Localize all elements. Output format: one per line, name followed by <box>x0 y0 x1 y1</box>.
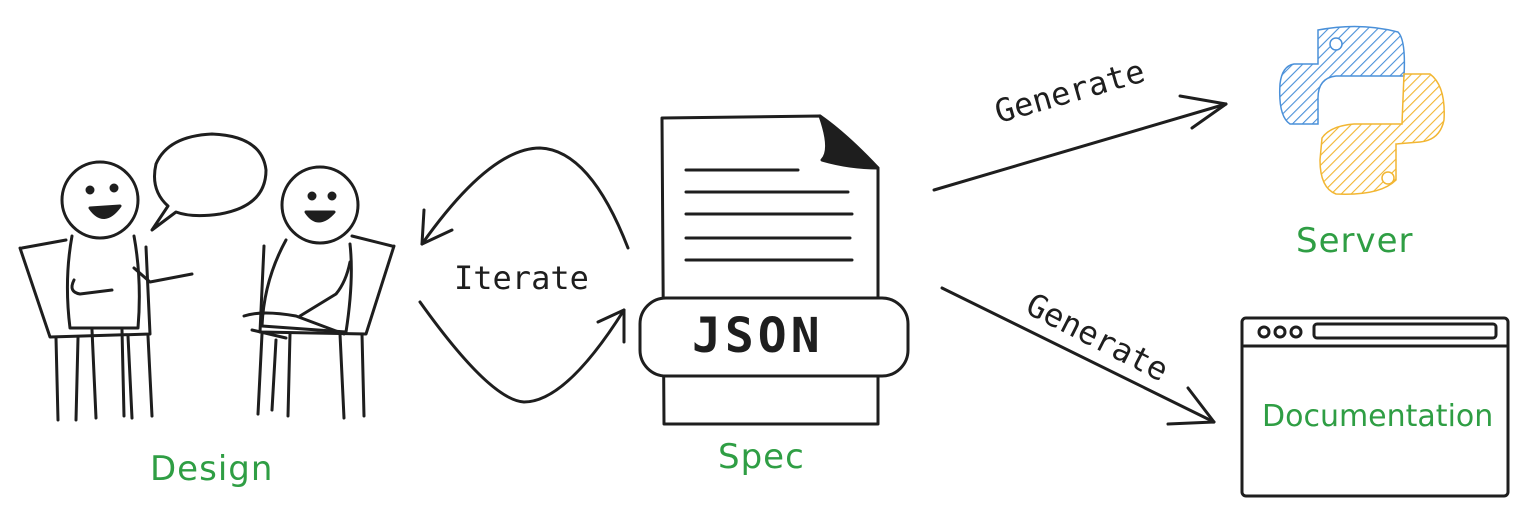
speech-bubble-icon <box>150 132 268 232</box>
json-label: JSON <box>692 308 824 364</box>
iterate-arrows <box>418 146 630 404</box>
people-talking-icon <box>18 132 396 422</box>
server-label: Server <box>1296 221 1414 261</box>
design-label: Design <box>150 449 274 489</box>
browser-window-icon <box>1240 316 1510 498</box>
python-logo-icon <box>1278 25 1445 195</box>
generate-arrows <box>932 94 1228 426</box>
iterate-label: Iterate <box>454 259 589 297</box>
documentation-label: Documentation <box>1262 399 1494 434</box>
spec-label: Spec <box>718 437 805 477</box>
document-icon <box>638 114 910 426</box>
